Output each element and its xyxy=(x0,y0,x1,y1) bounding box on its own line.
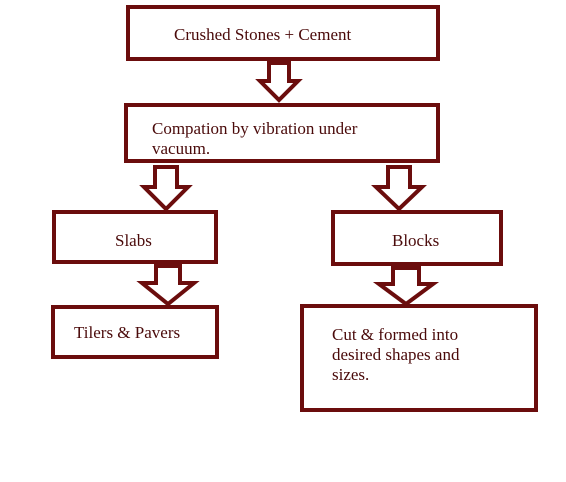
arrow-compaction-to-blocks xyxy=(371,165,427,212)
node-label: Tilers & Pavers xyxy=(74,323,181,342)
node-tilers-pavers: Tilers & Pavers xyxy=(51,305,219,359)
node-blocks: Blocks xyxy=(331,210,503,266)
node-crushed-stones-cement: Crushed Stones + Cement xyxy=(126,5,440,61)
node-slabs: Slabs xyxy=(52,210,218,264)
node-cut-formed: Cut & formed into desired shapes and siz… xyxy=(300,304,538,412)
node-label: Crushed Stones + Cement xyxy=(174,25,352,44)
arrow-crushed-to-compaction xyxy=(255,61,303,103)
node-compaction: Compation by vibration under vacuum. xyxy=(124,103,440,163)
node-label: Blocks xyxy=(392,231,440,250)
arrow-compaction-to-slabs xyxy=(139,165,193,212)
node-label: Compation by vibration under vacuum. xyxy=(152,119,358,158)
arrow-blocks-to-cut xyxy=(372,266,440,307)
node-label: Cut & formed into desired shapes and siz… xyxy=(332,325,460,384)
node-label: Slabs xyxy=(115,231,152,250)
arrow-slabs-to-tilers xyxy=(136,264,200,307)
